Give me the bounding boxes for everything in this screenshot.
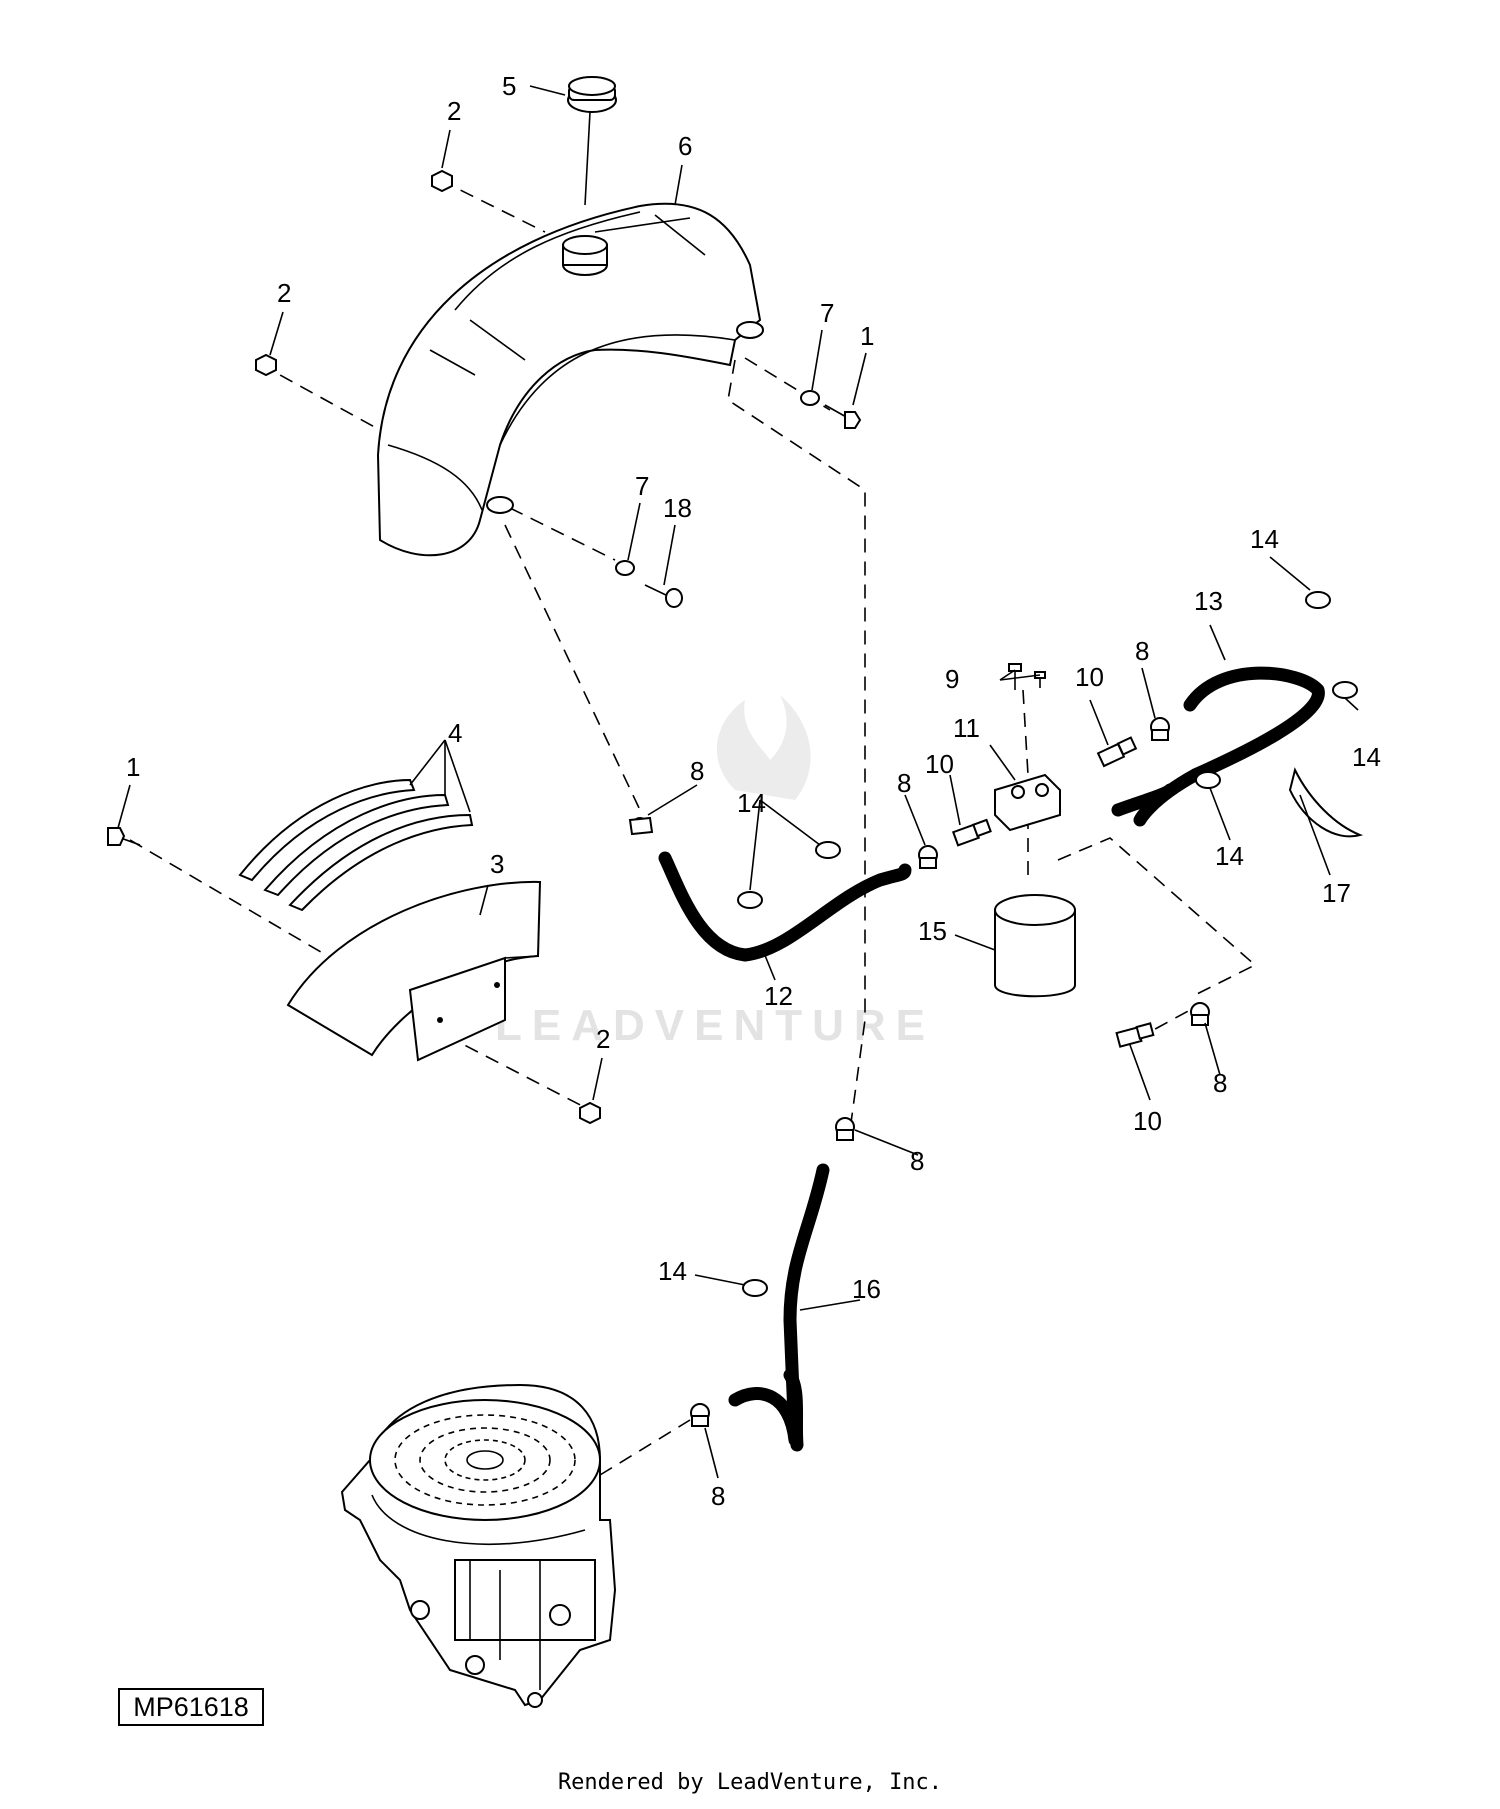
engine (340, 1383, 617, 1708)
washer-7-mid (615, 560, 635, 576)
bolt-1-left (107, 827, 141, 846)
callout-8: 8 (910, 1146, 924, 1176)
fuel-filter-head (994, 663, 1061, 832)
callout-5: 5 (502, 71, 516, 101)
fitting-10-c (1115, 1022, 1155, 1048)
callout-2: 2 (447, 96, 461, 126)
callout-14: 14 (1352, 742, 1381, 772)
callout-17: 17 (1322, 878, 1351, 908)
clamp-14-b (1332, 681, 1358, 699)
clamp-8-e (690, 1403, 710, 1427)
clamp-8-c (835, 1117, 855, 1141)
callout-10: 10 (925, 749, 954, 779)
callout-9: 9 (945, 664, 959, 694)
heat-shield (286, 880, 542, 1062)
nut-2-top (431, 169, 453, 193)
callout-7: 7 (635, 471, 649, 501)
callout-10: 10 (1075, 662, 1104, 692)
washer-7-top (800, 390, 820, 406)
bolt-18 (644, 584, 683, 608)
fuel-hose-12 (628, 816, 912, 962)
callout-2: 2 (596, 1024, 610, 1054)
assembly-lines (129, 179, 1257, 1476)
callouts: 5 2 6 2 7 1 7 18 14 13 9 10 8 14 11 4 1 … (126, 71, 1381, 1511)
watermark: LEADVENTURE (495, 695, 935, 1050)
clamp-14-c (815, 841, 841, 859)
callout-3: 3 (490, 849, 504, 879)
clamp-8-a (1150, 717, 1170, 741)
callout-11: 11 (953, 713, 980, 743)
callout-16: 16 (852, 1274, 881, 1304)
callout-8: 8 (897, 768, 911, 798)
footer-credit: Rendered by LeadVenture, Inc. (557, 1770, 943, 1795)
clamp-14-a (1305, 591, 1331, 609)
fitting-10-b (951, 818, 992, 847)
fitting-10-a (1096, 736, 1138, 768)
clamp-14-e (1195, 771, 1221, 789)
fuel-hose-16 (728, 1163, 830, 1452)
fittings-10 (951, 736, 1155, 1048)
drawing-number: MP61618 (118, 1688, 264, 1726)
callout-18: 18 (663, 493, 692, 523)
callout-14: 14 (1215, 841, 1244, 871)
nut-2-left (255, 353, 277, 377)
leader-lines (117, 85, 1359, 1479)
clamp-17 (1288, 767, 1364, 838)
hose-clamps (690, 591, 1364, 1427)
fuel-tank (376, 202, 764, 557)
callout-7: 7 (820, 298, 834, 328)
callout-13: 13 (1194, 586, 1223, 616)
callout-12: 12 (764, 981, 793, 1011)
watermark-text: LEADVENTURE (495, 1001, 935, 1050)
callout-8: 8 (690, 756, 704, 786)
callout-14: 14 (1250, 524, 1279, 554)
clamp-8-d (1190, 1002, 1210, 1026)
callout-14: 14 (737, 788, 766, 818)
callout-6: 6 (678, 131, 692, 161)
nut-2-bottom (579, 1101, 601, 1125)
fuel-hose-13 (1111, 666, 1325, 827)
callout-15: 15 (918, 916, 947, 946)
clamp-14-f (742, 1279, 768, 1297)
callout-4: 4 (448, 718, 462, 748)
clamp-8-b (918, 845, 938, 869)
callout-14: 14 (658, 1256, 687, 1286)
fuel-filter (994, 894, 1076, 998)
clamp-14-d (737, 891, 763, 909)
fuel-cap-dipstick (567, 76, 617, 206)
callout-2: 2 (277, 278, 291, 308)
callout-8: 8 (1135, 636, 1149, 666)
bolt-1-top (824, 404, 862, 429)
callout-8: 8 (711, 1481, 725, 1511)
callout-10: 10 (1133, 1106, 1162, 1136)
callout-1: 1 (860, 321, 874, 351)
callout-8: 8 (1213, 1068, 1227, 1098)
trim-strips (238, 778, 474, 912)
callout-1: 1 (126, 752, 140, 782)
hardware (107, 169, 862, 1125)
